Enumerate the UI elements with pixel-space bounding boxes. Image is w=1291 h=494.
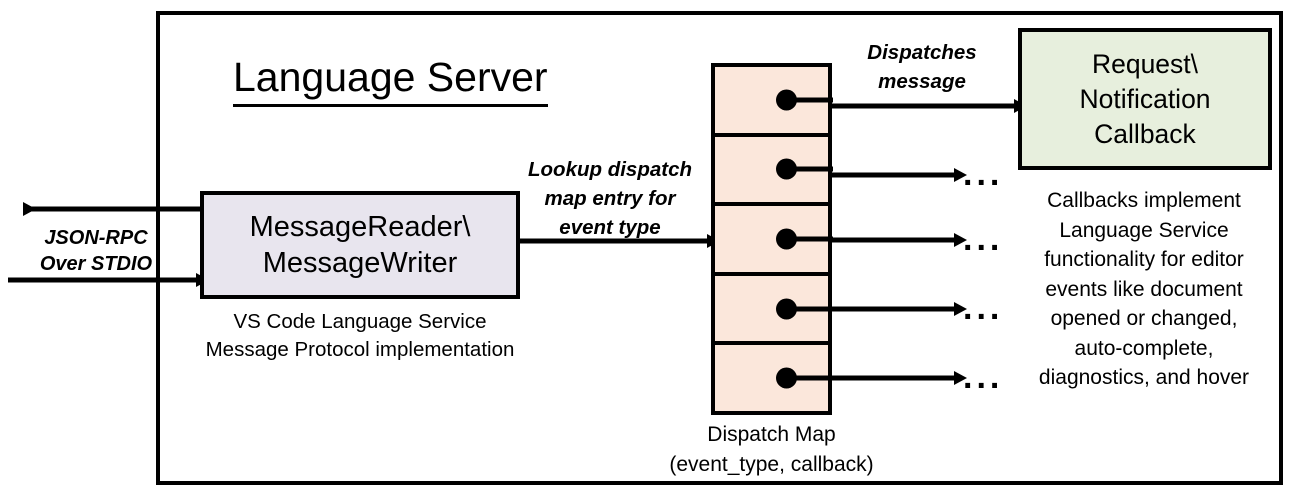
- dispatch-map-caption: Dispatch Map (event_type, callback): [630, 420, 913, 480]
- callback-box-line2: Notification: [1079, 83, 1211, 114]
- ellipsis-row-3: ...: [963, 220, 1004, 258]
- language-server-boundary: [156, 11, 1283, 485]
- page-title: Language Server: [233, 52, 548, 107]
- callback-caption-line3: functionality for editor: [1044, 248, 1244, 271]
- entry-dot-icon: [776, 298, 797, 320]
- callback-caption-line7: diagnostics, and hover: [1038, 366, 1250, 389]
- lookup-edge-label: Lookup dispatch map entry for event type: [512, 155, 708, 242]
- ellipsis-row-2: ...: [963, 155, 1004, 193]
- message-box-line1: MessageReader\: [249, 211, 471, 243]
- callback-box-line1: Request\: [1091, 48, 1199, 79]
- dispatch-map-table[interactable]: [711, 63, 833, 415]
- message-caption-line2: Message Protocol implementation: [205, 338, 515, 361]
- callback-caption-line2: Language Service: [1059, 218, 1229, 242]
- entry-connector-stub: [793, 306, 833, 312]
- ellipsis-row-5: ...: [963, 358, 1004, 396]
- message-box-line2: MessageWriter: [262, 247, 458, 279]
- entry-connector-stub: [793, 166, 833, 172]
- jsonrpc-label-line2: Over STDIO: [39, 253, 153, 275]
- entry-connector-stub: [793, 375, 833, 381]
- callback-box-caption: Callbacks implement Language Service fun…: [1010, 186, 1278, 393]
- dispatch-label-line1: Dispatches: [867, 41, 977, 64]
- entry-dot-icon: [776, 89, 797, 111]
- dispatch-label-line2: message: [878, 70, 966, 93]
- dispatch-map-row-1[interactable]: [715, 67, 833, 137]
- request-notification-callback-box[interactable]: Request\ Notification Callback: [1018, 28, 1272, 170]
- callback-caption-line6: auto-complete,: [1074, 336, 1214, 360]
- lookup-label-line2: map entry for: [544, 187, 676, 210]
- entry-dot-icon: [776, 158, 797, 180]
- jsonrpc-channel-label: JSON-RPC Over STDIO: [26, 225, 166, 277]
- lookup-label-line1: Lookup dispatch: [528, 158, 692, 181]
- entry-dot-icon: [776, 367, 797, 389]
- jsonrpc-label-line1: JSON-RPC: [44, 227, 148, 249]
- callback-caption-line4: events like document: [1045, 277, 1243, 301]
- dispatch-edge-label: Dispatches message: [836, 38, 1008, 96]
- dispatch-map-row-5[interactable]: [715, 345, 833, 411]
- entry-connector-stub: [793, 97, 833, 103]
- entry-dot-icon: [776, 228, 797, 250]
- dispatch-map-row-2[interactable]: [715, 137, 833, 207]
- lookup-label-line3: event type: [559, 216, 661, 239]
- callback-box-line3: Callback: [1094, 118, 1196, 149]
- dispatch-map-row-3[interactable]: [715, 206, 833, 276]
- callback-caption-line1: Callbacks implement: [1047, 189, 1241, 212]
- ellipsis-row-4: ...: [963, 289, 1004, 327]
- dispatch-caption-line1: Dispatch Map: [707, 423, 836, 446]
- dispatch-map-row-4[interactable]: [715, 276, 833, 346]
- message-caption-line1: VS Code Language Service: [233, 310, 487, 333]
- entry-connector-stub: [793, 236, 833, 242]
- dispatch-caption-line2: (event_type, callback): [669, 453, 874, 476]
- callback-caption-line5: opened or changed,: [1050, 307, 1238, 330]
- message-reader-writer-box[interactable]: MessageReader\ MessageWriter: [200, 191, 520, 299]
- message-box-caption: VS Code Language Service Message Protoco…: [190, 308, 530, 364]
